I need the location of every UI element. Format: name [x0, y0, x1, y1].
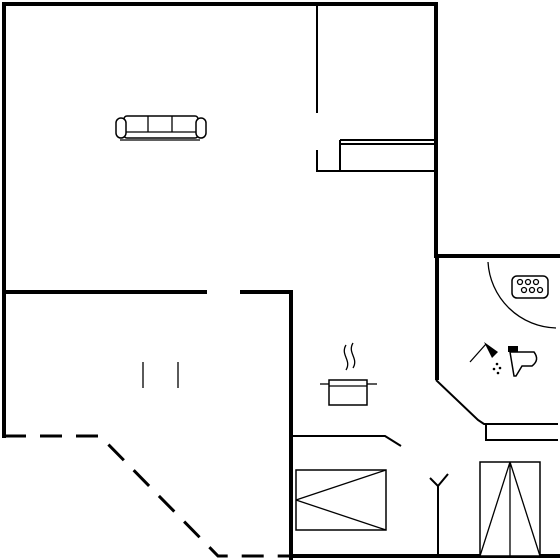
exterior-wall-top-right [2, 2, 560, 258]
jacuzzi-icon [487, 261, 557, 329]
bed-icon [142, 362, 179, 388]
wardrobe-icon [479, 461, 541, 557]
hall-closet-wall [485, 424, 558, 441]
living-room-wall-left-bottom [2, 2, 207, 294]
stove-pot-icon [320, 342, 377, 406]
terrace-outline [4, 434, 291, 558]
wardrobe-icon [295, 469, 387, 531]
closet-wall-lower [316, 150, 436, 172]
bathroom-door-jamb [435, 379, 558, 425]
sofa-icon [115, 115, 207, 141]
bedroom-hall-wall [291, 435, 402, 447]
bedroom-wall-right [240, 290, 293, 560]
shower-icon [469, 342, 502, 375]
hall-partition [429, 477, 439, 556]
closet-shelf [339, 139, 436, 171]
toilet-icon [508, 346, 538, 377]
